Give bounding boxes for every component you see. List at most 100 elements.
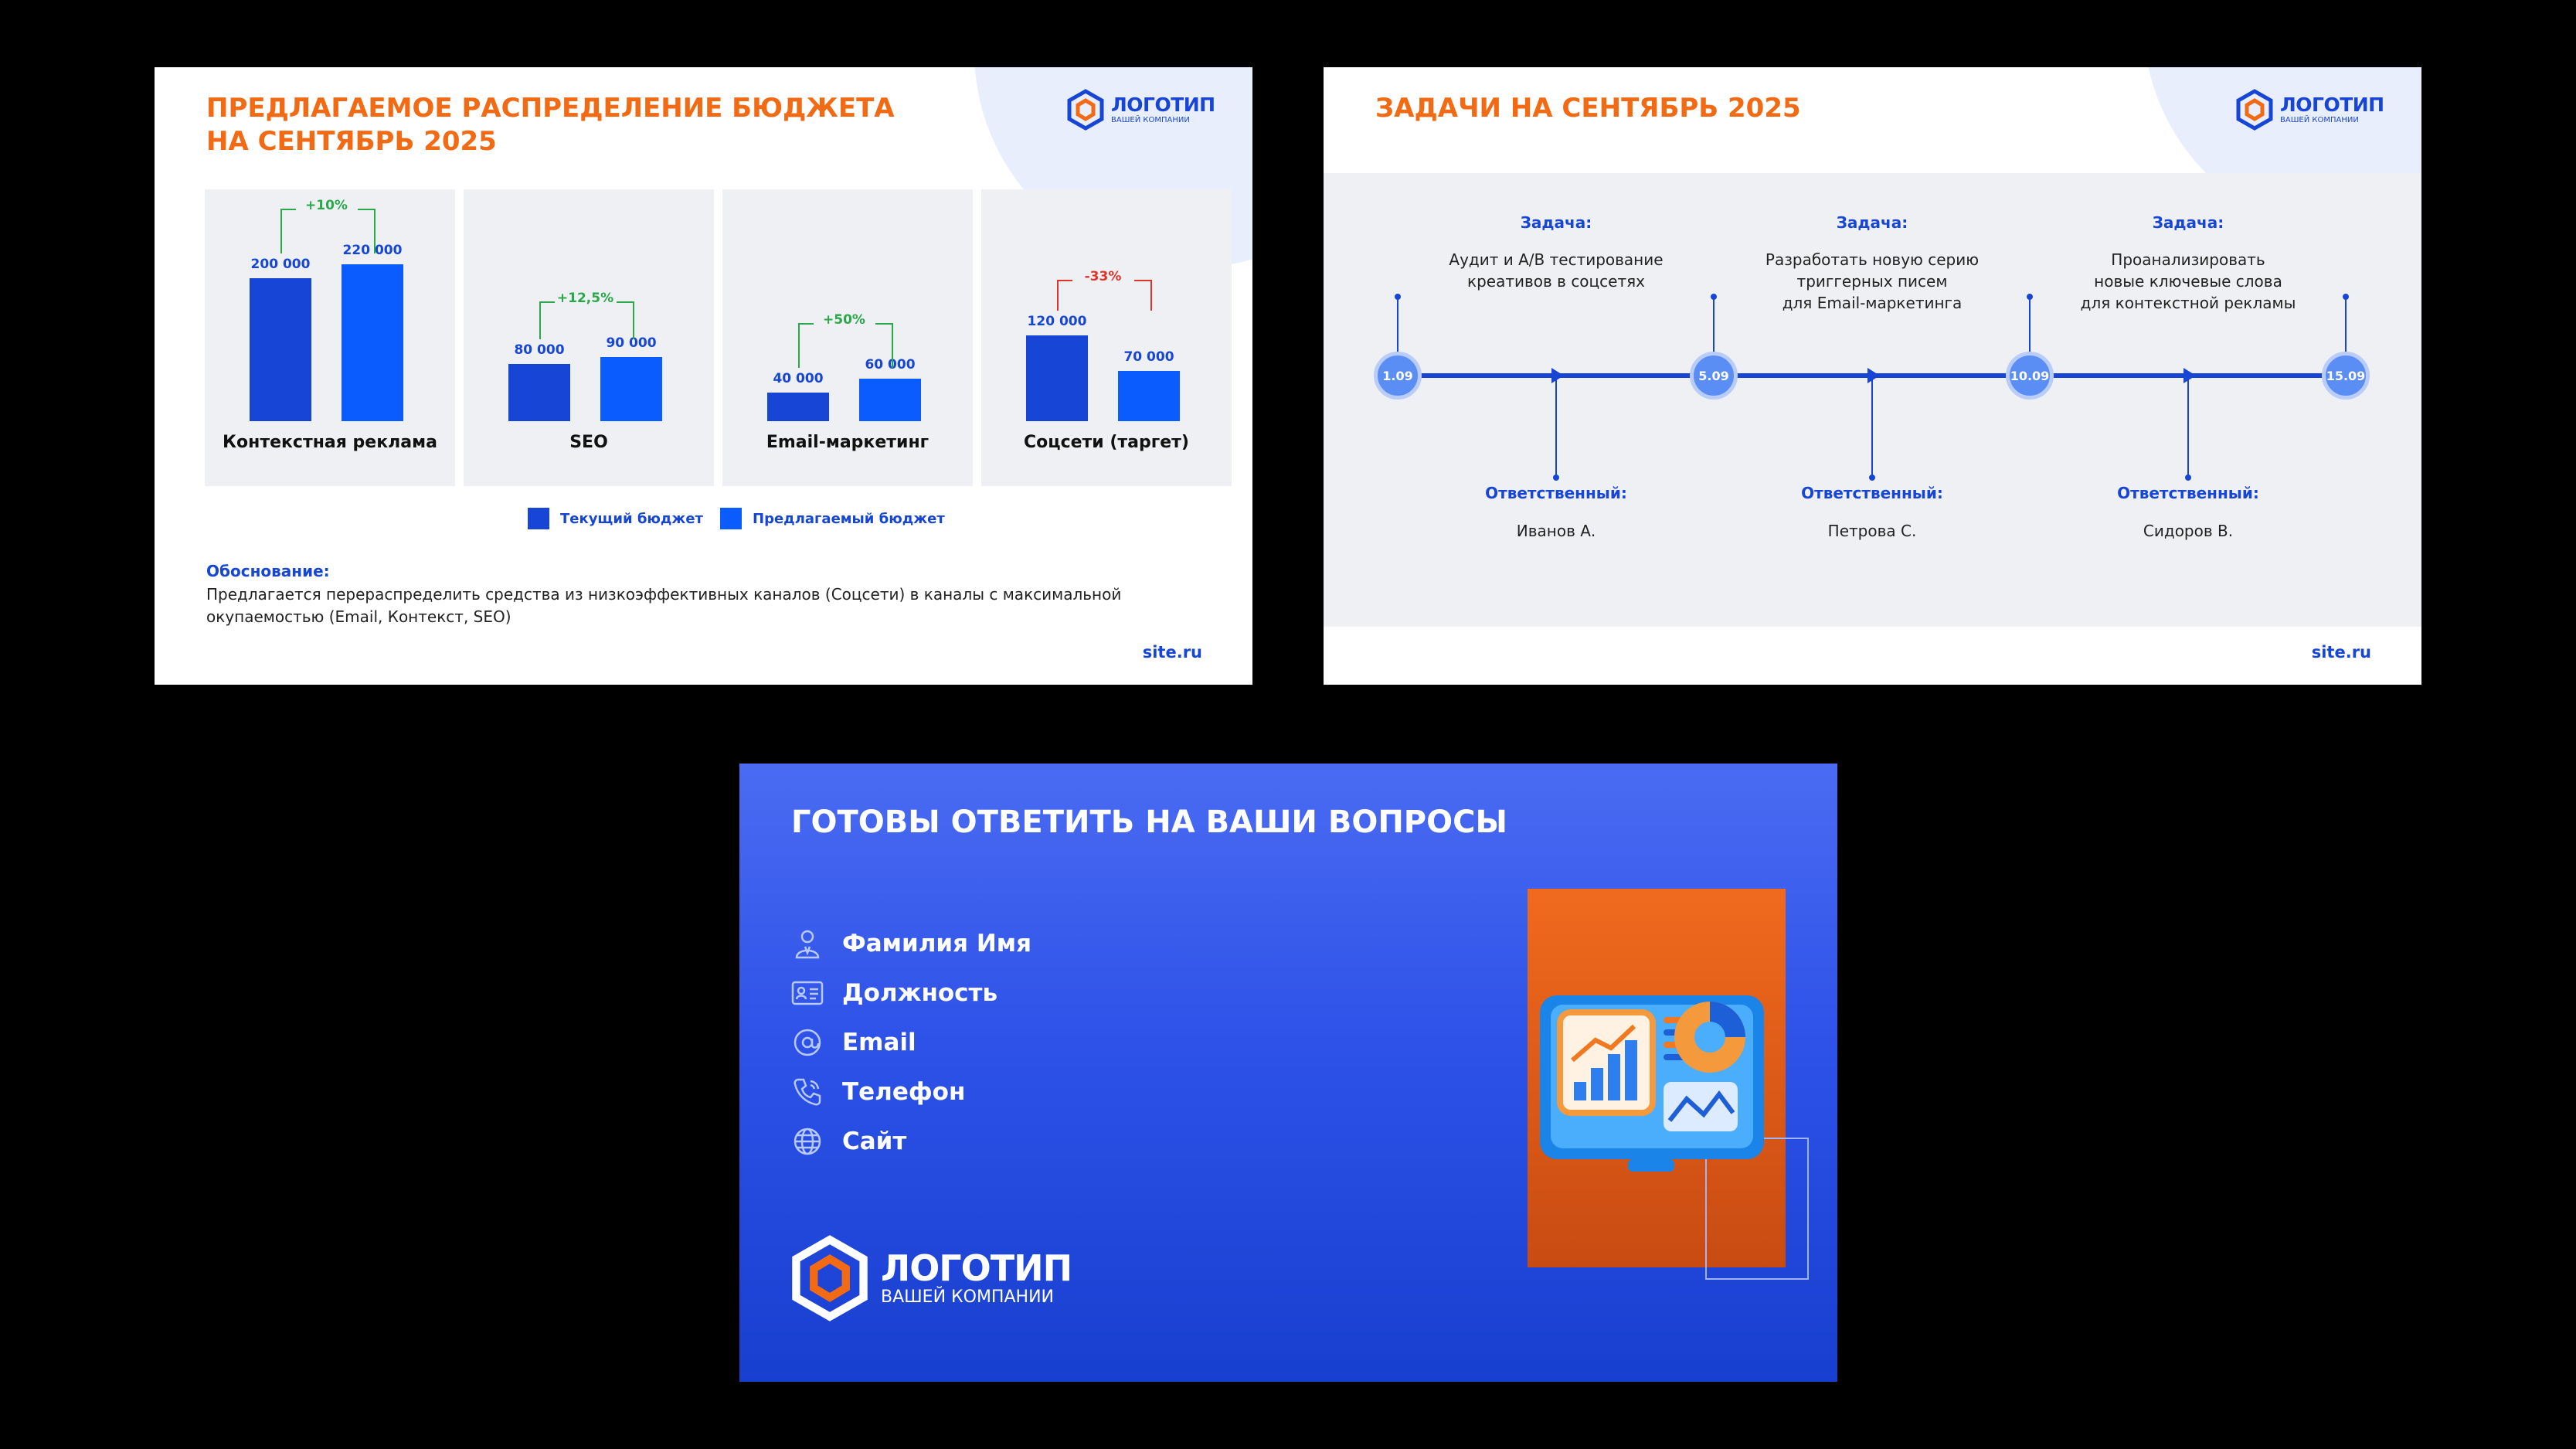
contact-item-site: Сайт [791,1125,906,1158]
chart-panel: 120 000 70 000 -33% Соцсети (таргет) [981,189,1232,486]
site-link[interactable]: site.ru [2311,643,2371,662]
legend-label-proposed: Предлагаемый бюджет [753,510,945,527]
task-text-line: новые ключевые слова [2094,272,2282,291]
logo-name: ЛОГОТИП [881,1247,1072,1289]
date-stem [2029,297,2031,376]
contact-slide-title: ГОТОВЫ ОТВЕТИТЬ НА ВАШИ ВОПРОСЫ [791,804,1507,840]
category-label: SEO [569,433,608,452]
category-label: Соцсети (таргет) [1024,433,1189,452]
date-marker: 1.09 [1374,352,1422,400]
bar-proposed [859,379,921,421]
logo-tagline: ВАШЕЙ КОМПАНИИ [2280,116,2359,124]
change-bracket [280,209,376,253]
task-text-line: Проанализировать [2111,250,2265,269]
timeline-arrow [2183,368,2196,383]
date-marker: 10.09 [2006,352,2054,400]
task-text-line: триггерных писем [1796,272,1948,291]
task-text-line: креативов в соцсетях [1467,272,1645,291]
contact-item-position: Должность [791,977,997,1009]
logo-hexagon-icon [2236,89,2273,131]
contact-item-label: Сайт [842,1128,907,1155]
bar-value-label: 200 000 [250,257,311,272]
change-bracket [798,323,893,368]
task-text: Проанализировать новые ключевые слова для … [2049,249,2327,314]
bar-value-label: 80 000 [514,342,565,358]
responsible-name: Петрова С. [1827,522,1917,540]
bar-current [1026,335,1088,421]
legend-current: Текущий бюджет [528,508,703,529]
bar-proposed [1118,371,1180,421]
chart-panel: 80 000 90 000 +12,5% SEO [464,189,714,486]
logo-tagline: ВАШЕЙ КОМПАНИИ [881,1287,1054,1307]
legend-swatch-current [528,508,549,529]
phone-icon [791,1076,824,1108]
responsible-stem [1555,376,1557,476]
company-logo: ЛОГОТИП ВАШЕЙ КОМПАНИИ [2235,89,2384,131]
logo-hexagon-icon [1067,89,1104,131]
globe-icon [791,1125,824,1158]
bar-value-label: 120 000 [1027,314,1087,329]
contact-item-label: Должность [842,979,998,1007]
task-text-line: Разработать новую серию [1765,250,1980,269]
stem-dot [1869,474,1875,481]
contact-item-label: Фамилия Имя [842,930,1032,957]
company-logo: ЛОГОТИП ВАШЕЙ КОМПАНИИ [1066,89,1215,131]
date-marker: 15.09 [2322,352,2370,400]
budget-slide: ПРЕДЛАГАЕМОЕ РАСПРЕДЕЛЕНИЕ БЮДЖЕТА НА СЕ… [155,67,1252,685]
site-link[interactable]: site.ru [1142,643,1202,662]
title-line-1: ПРЕДЛАГАЕМОЕ РАСПРЕДЕЛЕНИЕ БЮДЖЕТА [206,93,895,124]
contact-item-email: Email [791,1026,916,1059]
at-sign-icon [791,1026,824,1059]
timeline: 1.09 5.09 10.09 15.09 Задача: Аудит и A/B тес… [1324,173,2421,627]
responsible-label: Ответственный: [1485,484,1627,502]
contact-item-phone: Телефон [791,1076,965,1108]
logo-tagline: ВАШЕЙ КОМПАНИИ [1111,116,1190,124]
title-line-2: НА СЕНТЯБРЬ 2025 [206,126,497,157]
legend-proposed: Предлагаемый бюджет [720,508,945,529]
task-label: Задача: [1520,213,1592,232]
responsible-label: Ответственный: [2117,484,2259,502]
bar-value-label: 70 000 [1123,349,1174,365]
company-logo-large: ЛОГОТИП ВАШЕЙ КОМПАНИИ [790,1235,1072,1321]
bar-value-label: 60 000 [865,357,916,372]
change-bracket [539,301,634,339]
tasks-slide: ЗАДАЧИ НА СЕНТЯБРЬ 2025 ЛОГОТИП ВАШЕЙ КО… [1324,67,2421,685]
legend-label-current: Текущий бюджет [560,510,703,527]
budget-slide-title: ПРЕДЛАГАЕМОЕ РАСПРЕДЕЛЕНИЕ БЮДЖЕТА НА СЕ… [206,92,895,158]
bar-proposed [342,264,403,421]
date-marker: 5.09 [1690,352,1738,400]
date-stem [2345,297,2347,376]
responsible-label: Ответственный: [1801,484,1943,502]
stem-dot [1711,294,1717,300]
responsible-stem [1871,376,1873,476]
task-text-line: Аудит и A/B тестирование [1449,250,1664,269]
change-percent-label: +12,5% [554,291,617,306]
justification-label: Обоснование: [206,562,330,580]
date-stem [1713,297,1715,376]
responsible-name: Иванов А. [1516,522,1596,540]
bar-current [767,393,829,421]
bar-current [250,278,311,421]
change-percent-label: -33% [1072,269,1134,284]
logo-name: ЛОГОТИП [2280,94,2384,116]
timeline-arrow [1551,368,1564,383]
logo-name: ЛОГОТИП [1111,94,1215,116]
contact-item-label: Телефон [842,1078,966,1106]
person-icon [791,927,824,960]
task-text-line: для контекстной рекламы [2080,294,2296,312]
change-percent-label: +50% [813,312,875,328]
category-label: Email-маркетинг [766,433,929,452]
stem-dot [2185,474,2191,481]
tasks-slide-title: ЗАДАЧИ НА СЕНТЯБРЬ 2025 [1375,93,1801,124]
id-card-icon [791,977,824,1009]
contact-slide: ГОТОВЫ ОТВЕТИТЬ НА ВАШИ ВОПРОСЫ Фамилия … [739,764,1837,1382]
bar-proposed [600,357,662,421]
change-percent-label: +10% [295,198,358,213]
justification-text: Предлагается перераспределить средства и… [206,585,1122,626]
change-bracket [1057,280,1152,311]
contact-item-name: Фамилия Имя [791,927,1031,960]
bar-value-label: 90 000 [606,335,657,351]
task-text: Аудит и A/B тестирование креативов в соцс… [1417,249,1695,292]
